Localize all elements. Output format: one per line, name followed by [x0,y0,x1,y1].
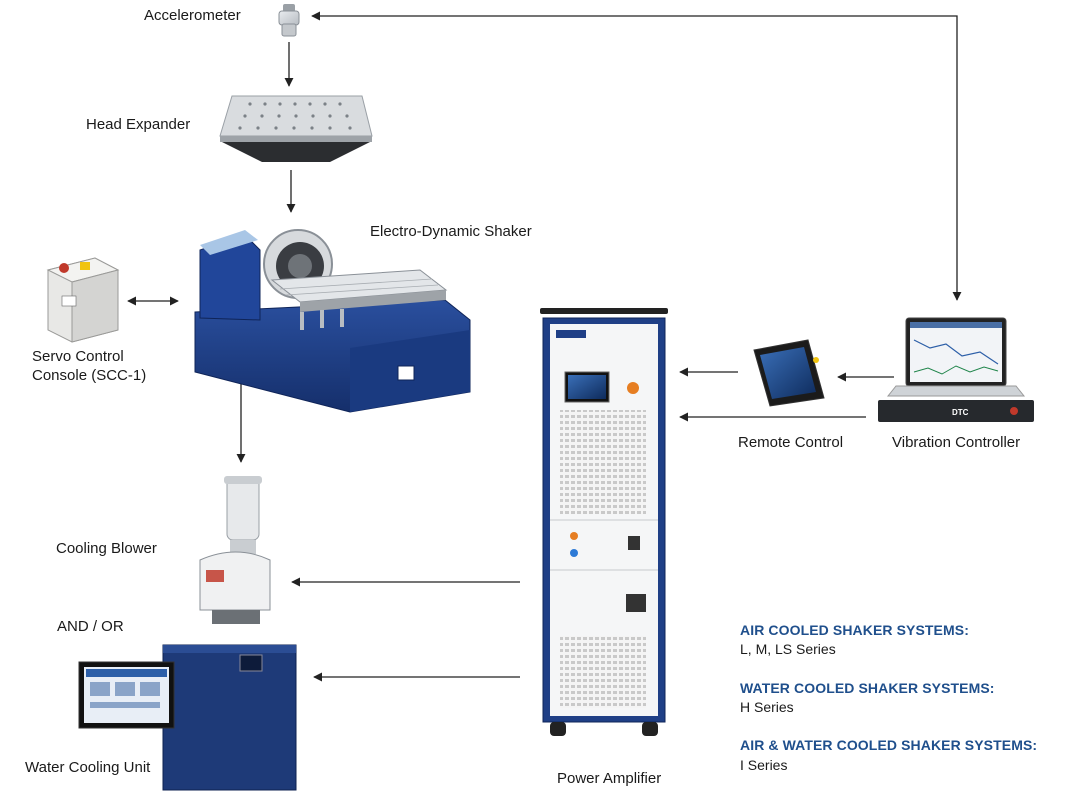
system-heading-water: WATER COOLED SHAKER SYSTEMS: [740,680,995,696]
label-servo-line1: Servo Control [32,348,124,365]
accelerometer-icon [278,4,300,37]
system-heading-air-water: AIR & WATER COOLED SHAKER SYSTEMS: [740,737,1038,753]
power-amplifier-icon [540,308,668,736]
electro-dynamic-shaker-icon [194,229,471,413]
label-vibration-controller: Vibration Controller [892,434,1021,451]
vibration-controller-icon [878,317,1034,422]
head-expander-icon [219,95,373,162]
system-heading-air: AIR COOLED SHAKER SYSTEMS: [740,622,969,638]
label-electro-dynamic-shaker: Electro-Dynamic Shaker [370,223,532,240]
controller-brand-text: DTC [952,408,969,417]
system-series-water: H Series [740,699,794,715]
system-series-air-water: I Series [740,757,788,773]
servo-control-console-icon [46,257,120,343]
label-accelerometer: Accelerometer [144,7,241,24]
label-servo-line2: Console (SCC-1) [32,367,147,384]
remote-control-icon [753,339,825,407]
connector-arrows [127,11,962,682]
system-series-air: L, M, LS Series [740,641,836,657]
label-and-or: AND / OR [57,618,124,635]
label-water-cooling-unit: Water Cooling Unit [25,759,151,776]
label-power-amplifier: Power Amplifier [557,770,662,787]
label-head-expander: Head Expander [86,116,191,133]
arrow-controller-accel [311,11,962,301]
cooling-blower-icon [199,476,271,624]
label-cooling-blower: Cooling Blower [56,540,157,557]
water-cooling-unit-icon [78,644,297,791]
label-remote-control: Remote Control [738,434,844,451]
